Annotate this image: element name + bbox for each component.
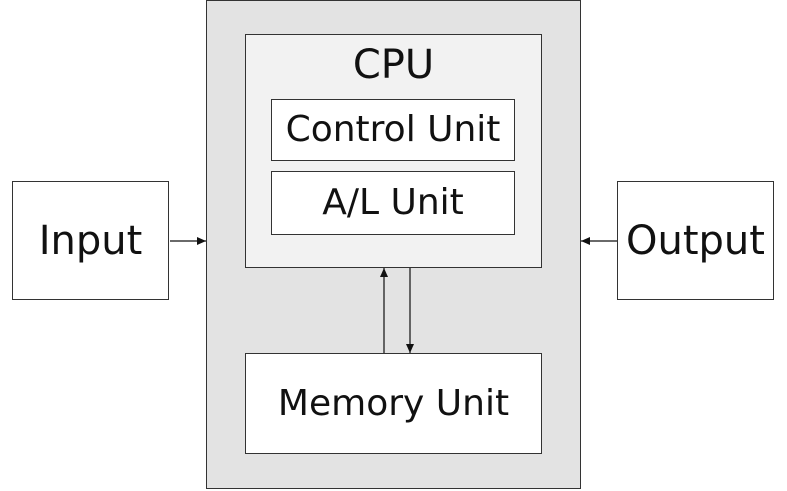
al-unit-label: A/L Unit [322,182,464,223]
input-box: Input [12,181,169,300]
output-box: Output [617,181,774,300]
memory-unit-box: Memory Unit [245,353,542,454]
input-label: Input [38,217,143,264]
control-unit-box: Control Unit [271,99,515,161]
output-label: Output [626,217,765,264]
control-unit-label: Control Unit [285,109,501,150]
memory-unit-label: Memory Unit [277,382,510,424]
cpu-label: CPU [352,42,435,88]
al-unit-box: A/L Unit [271,171,515,235]
